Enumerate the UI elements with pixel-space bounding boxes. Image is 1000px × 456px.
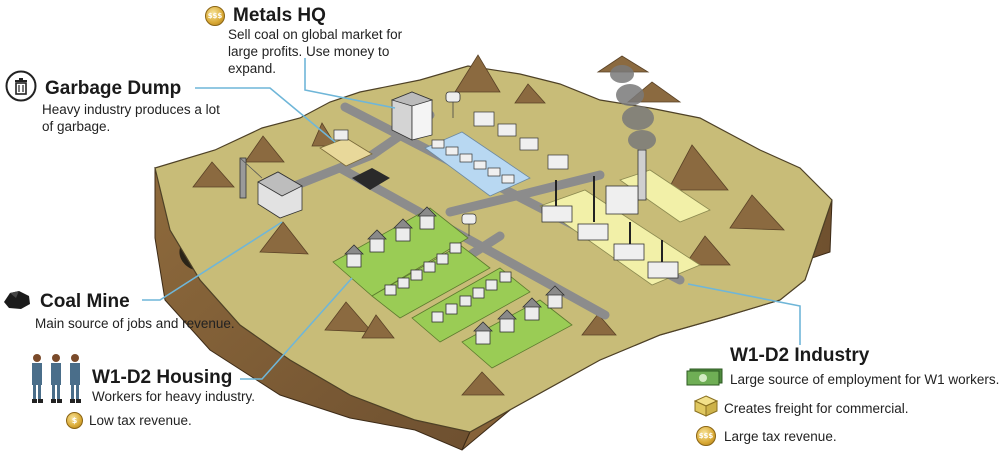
coal-mine-desc: Main source of jobs and revenue. [35,316,235,331]
water-tower [461,213,477,236]
smoke-plume [610,65,656,150]
metals-hq-callout: $$$ Metals HQ Sell coal on global market… [205,6,445,77]
coin-icon: $ [66,412,83,429]
metals-hq-desc: Sell coal on global market for large pro… [228,27,403,76]
housing-desc: Workers for heavy industry. [92,389,256,404]
industry-item: Creates freight for commercial. [693,395,996,422]
industry-callout: W1-D2 Industry Large source of employmen… [686,345,1000,446]
garbage-dump-title: Garbage Dump [45,77,182,99]
metals-hq-building [390,91,461,141]
industry-item-text: Large source of employment for W1 worker… [730,372,1000,387]
trash-can-icon [5,70,37,107]
coal-lump-icon [2,288,32,315]
industry-item: $$$ Large tax revenue. [696,426,996,446]
commercial-buildings [431,111,569,184]
freight-box-icon [693,395,719,422]
garbage-dump-callout: Garbage Dump Heavy industry produces a l… [5,70,235,135]
industry-item: Large source of employment for W1 worker… [686,368,1000,391]
metals-hq-title: Metals HQ [233,5,326,26]
industry-title: W1-D2 Industry [730,345,870,366]
garbage-dump-desc: Heavy industry produces a lot of garbage… [42,102,220,134]
garbage-dump-lot [319,129,373,167]
coal-mine-building [239,157,303,219]
industry-item-text: Large tax revenue. [724,428,837,444]
dirt-mounds [192,54,785,396]
industry-item-text: Creates freight for commercial. [724,401,909,416]
housing-revenue: Low tax revenue. [89,413,192,428]
housing-title: W1-D2 Housing [92,367,233,388]
money-icon [686,368,724,391]
coal-mine-callout: Coal Mine Main source of jobs and revenu… [2,288,242,332]
industry-buildings [541,149,679,279]
coal-mine-title: Coal Mine [40,290,130,312]
coin-icon: $$$ [205,6,225,26]
houses [344,206,565,345]
coal-pile [352,168,390,190]
coin-icon: $$$ [696,426,716,446]
workers-icon [28,352,86,411]
leader-lines [142,58,801,380]
